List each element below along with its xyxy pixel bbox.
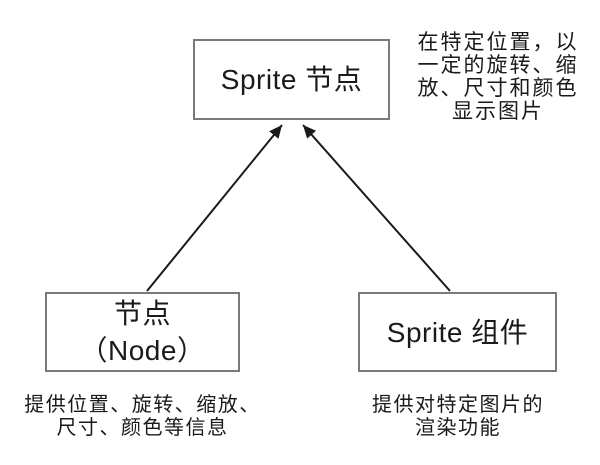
node-description: 提供位置、旋转、缩放、 尺寸、颜色等信息 (24, 394, 261, 439)
node-label: 节点 （Node） (79, 298, 206, 366)
arrow-node-to-sprite-node (146, 124, 283, 292)
node-box-sprite-node: Sprite 节点 (193, 39, 390, 120)
arrow-sprite-component-to-sprite-node (302, 124, 451, 292)
node-box-sprite-component: Sprite 组件 (358, 292, 557, 372)
sprite-node-label: Sprite 节点 (220, 64, 363, 95)
node-box-node: 节点 （Node） (45, 292, 240, 372)
sprite-component-description: 提供对特定图片的 渲染功能 (372, 394, 544, 439)
sprite-component-label: Sprite 组件 (386, 316, 529, 348)
sprite-node-description: 在特定位置，以 一定的旋转、缩 放、尺寸和颜色 显示图片 (417, 31, 579, 123)
